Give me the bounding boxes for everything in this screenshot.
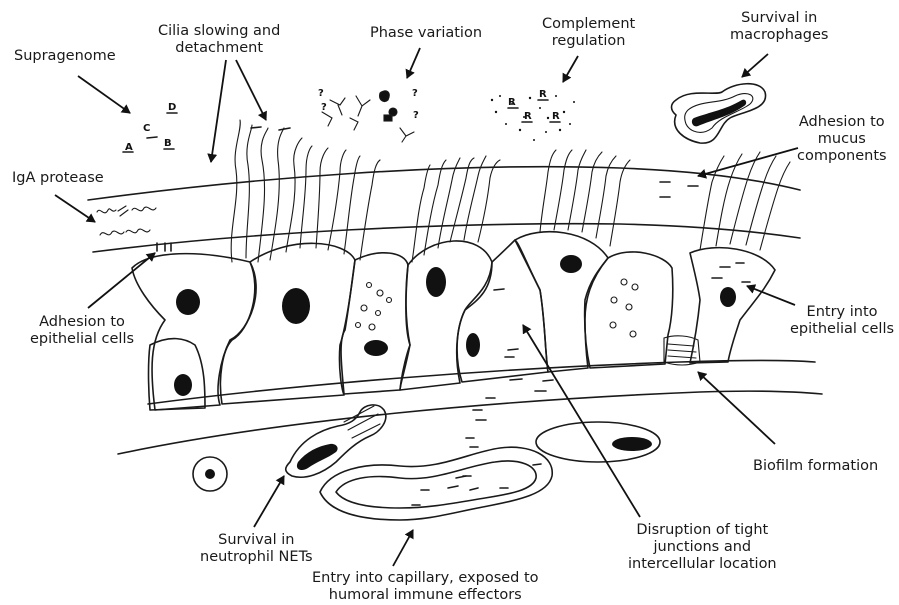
label-phase-variation: Phase variation [370, 25, 482, 42]
cilia-arrow-left [211, 60, 226, 162]
question-mark: ? [413, 110, 419, 121]
epithelial-cell [132, 254, 256, 410]
variant-d-letter: D [168, 102, 176, 113]
nucleus [466, 333, 480, 357]
nucleus [176, 289, 200, 315]
question-mark: ? [318, 88, 324, 99]
complement-speckles [491, 95, 575, 141]
epithelial-cell [515, 232, 608, 372]
mucus-top-line [88, 167, 800, 200]
label-disruption-tight-junctions: Disruption of tight junctions and interc… [628, 522, 777, 573]
epithelial-cell [220, 243, 355, 404]
variant-c-letter: C [143, 123, 150, 134]
cell-nuclei [174, 255, 736, 479]
capillary-arrow [393, 530, 413, 566]
label-adhesion-mucus: Adhesion to mucus components [797, 114, 887, 165]
biofilm-arrow [698, 372, 775, 444]
basement-membrane-line [148, 361, 815, 405]
capillary-inner [336, 461, 536, 508]
label-supragenome: Supragenome [14, 48, 116, 65]
epithelial-cell [457, 240, 548, 382]
label-biofilm-formation: Biofilm formation [753, 458, 878, 475]
variant-b-letter: B [164, 138, 172, 149]
macrophage-bacteria [692, 100, 746, 127]
capillary-bacteria [448, 476, 478, 490]
nucleus [560, 255, 582, 273]
cilia [231, 120, 790, 262]
label-complement-regulation: Complement regulation [542, 16, 635, 50]
epithelial-cell [341, 253, 410, 394]
neutrophil-arrow [254, 476, 284, 527]
iga-arrow [55, 195, 95, 222]
mucus-arrow [698, 148, 798, 176]
variant-a-letter: A [125, 142, 133, 153]
receptor-letter: R [524, 111, 532, 122]
nucleus [364, 340, 388, 356]
epithelial-cell-layer [132, 232, 775, 410]
phase-variation-cluster [322, 91, 414, 142]
nucleus [426, 267, 446, 297]
nucleus [174, 374, 192, 396]
nucleus [612, 437, 652, 451]
mucus-bottom-line [93, 224, 800, 252]
epithelial-cell [149, 339, 206, 410]
question-mark: ? [412, 88, 418, 99]
label-survival-neutrophil: Survival in neutrophil NETs [200, 532, 313, 566]
label-cilia-slowing: Cilia slowing and detachment [158, 23, 280, 57]
question-mark: ? [321, 102, 327, 113]
cilia-arrow-right [236, 60, 266, 120]
receptor-letter: R [539, 89, 547, 100]
disruption-arrow [523, 325, 640, 517]
macrophage-arrow [742, 54, 768, 77]
label-survival-macrophages: Survival in macrophages [730, 10, 828, 44]
adhesion-epi-arrow [88, 253, 155, 308]
label-entry-capillary: Entry into capillary, exposed to humoral… [312, 570, 539, 604]
epithelial-cell [400, 241, 492, 390]
phase-variation-arrow [407, 48, 420, 78]
vesicles [356, 279, 639, 337]
complement-arrow [563, 56, 578, 82]
epithelial-cell [690, 248, 775, 363]
label-adhesion-epithelial: Adhesion to epithelial cells [30, 314, 134, 348]
nucleus [720, 287, 736, 307]
label-entry-epithelial: Entry into epithelial cells [790, 304, 894, 338]
iga-protease-squiggles [97, 206, 156, 235]
supragenome-arrow [78, 76, 130, 113]
neutrophil-nucleus [205, 469, 215, 479]
nucleus [282, 288, 310, 324]
receptor-letter: R [552, 111, 560, 122]
submucosa-line [118, 391, 822, 454]
label-iga-protease: IgA protease [12, 170, 104, 187]
capillary-outer [320, 447, 552, 520]
receptor-letter: R [508, 97, 516, 108]
